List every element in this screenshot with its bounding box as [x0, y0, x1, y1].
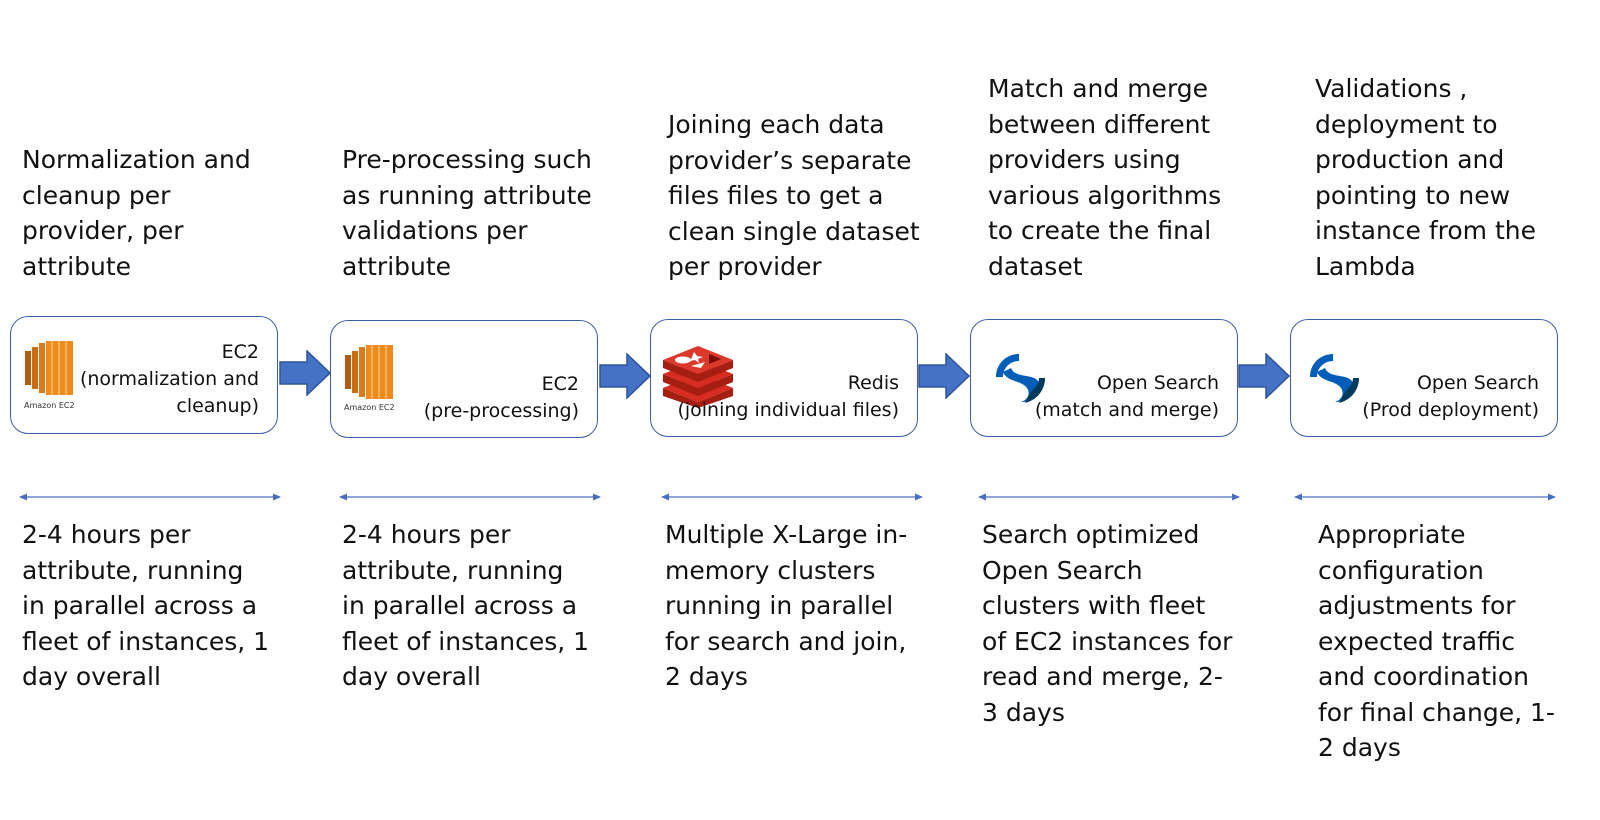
amazon-ec2-caption: Amazon EC2	[24, 401, 75, 410]
flow-arrow-4-to-5	[1238, 353, 1290, 399]
stage-3-duration-span	[661, 493, 923, 501]
stage-4-box: Open Search (match and merge)	[970, 319, 1238, 437]
stage-3-box: Redis (joining individual files)	[650, 319, 918, 437]
stage-5-duration: Appropriate configuration adjustments fo…	[1318, 520, 1555, 762]
stage-1-box: Amazon EC2 EC2 (normalization and cleanu…	[10, 316, 278, 434]
opensearch-icon	[1310, 354, 1359, 403]
stage-4-duration-span	[978, 493, 1240, 501]
stage-2-box: Amazon EC2 EC2 (pre-processing)	[330, 320, 598, 438]
stage-1-service-label: EC2 (normalization and cleanup)	[79, 341, 259, 417]
flow-arrow-3-to-4	[918, 353, 970, 399]
stage-4-service-label: Open Search (match and merge)	[1034, 372, 1219, 421]
stage-1-description: Normalization and cleanup per provider, …	[22, 145, 251, 281]
amazon-ec2-icon	[25, 341, 73, 395]
flow-arrow-2-to-3	[599, 353, 651, 399]
redis-icon	[663, 346, 733, 408]
stage-1-duration: 2-4 hours per attribute, running in para…	[22, 520, 270, 691]
amazon-ec2-icon	[345, 345, 393, 399]
stage-5-description: Validations , deployment to production a…	[1315, 74, 1537, 281]
stage-5-service-label: Open Search (Prod deployment)	[1362, 372, 1539, 421]
stage-3-service-label: Redis (joining individual files)	[677, 372, 899, 421]
amazon-ec2-caption: Amazon EC2	[344, 403, 395, 412]
stage-3-description: Joining each data provider’s separate fi…	[668, 110, 920, 281]
stage-3-duration: Multiple X-Large in- memory clusters run…	[665, 520, 908, 691]
stage-4-duration: Search optimized Open Search clusters wi…	[982, 520, 1233, 727]
stage-4-description: Match and merge between different provid…	[988, 74, 1222, 281]
stage-5-duration-span	[1294, 493, 1556, 501]
stage-2-description: Pre-processing such as running attribute…	[342, 145, 592, 281]
stage-2-duration: 2-4 hours per attribute, running in para…	[342, 520, 590, 691]
opensearch-icon	[996, 354, 1045, 403]
stage-1-duration-span	[19, 493, 281, 501]
stage-2-duration-span	[339, 493, 601, 501]
flow-arrow-1-to-2	[279, 350, 331, 396]
stage-5-box: Open Search (Prod deployment)	[1290, 319, 1558, 437]
stage-2-service-label: EC2 (pre-processing)	[423, 373, 579, 422]
